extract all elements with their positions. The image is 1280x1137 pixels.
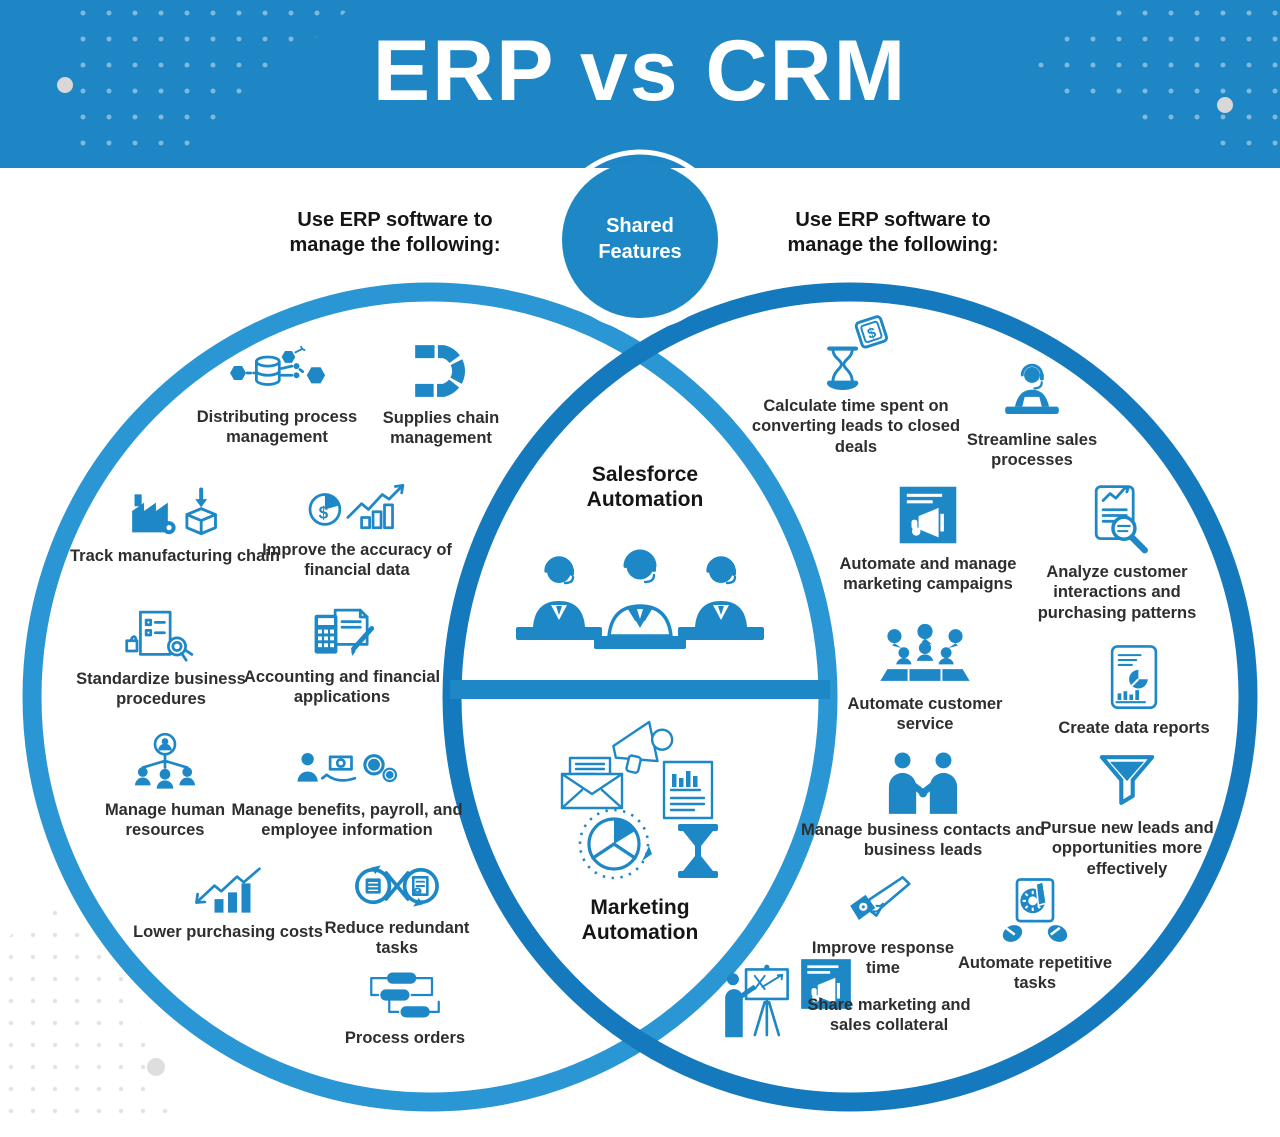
call-center-agents-icon xyxy=(516,549,764,649)
crm-item-response-time: Improve response time xyxy=(793,862,973,979)
item-label: Improve response time xyxy=(811,939,955,978)
crm-item-analyze-customers: Analyze customer interactions and purcha… xyxy=(1007,482,1227,623)
marketing-tools-icon xyxy=(560,720,718,880)
item-label: Streamline sales processes xyxy=(966,431,1098,470)
item-label: Calculate time spent on converting leads… xyxy=(751,397,961,456)
item-label: Reduce redundant tasks xyxy=(324,919,470,958)
erp-item-financial-accuracy: $ Improve the accuracy of financial data xyxy=(257,478,457,581)
item-label: Manage human resources xyxy=(104,801,226,840)
factory-box-icon xyxy=(132,487,217,536)
erp-item-distributing-process: Distributing process management xyxy=(177,345,377,448)
right-section-heading: Use ERP software to manage the following… xyxy=(787,209,999,256)
flowchart-icon xyxy=(370,972,440,1018)
payroll-coins-icon xyxy=(297,752,398,783)
item-label: Pursue new leads and opportunities more … xyxy=(1040,819,1214,878)
shared-badge-circle xyxy=(562,162,718,318)
erp-item-human-resources: Manage human resources xyxy=(75,730,255,841)
item-label: Standardize business procedures xyxy=(76,670,246,709)
press-button-icon xyxy=(1002,878,1068,942)
marketing-automation-label: Marketing Automation xyxy=(581,896,699,945)
document-magnifier-icon xyxy=(1094,485,1148,554)
people-chat-icon xyxy=(880,623,970,681)
crm-item-pursue-leads: Pursue new leads and opportunities more … xyxy=(1022,748,1232,879)
erp-item-manufacturing: Track manufacturing chain xyxy=(70,482,280,566)
item-label: Automate repetitive tasks xyxy=(957,954,1113,993)
handshake-icon xyxy=(888,752,958,814)
data-report-icon xyxy=(1110,645,1158,709)
crm-item-business-contacts: Manage business contacts and business le… xyxy=(798,750,1048,861)
item-label: Share marketing and sales collateral xyxy=(807,996,971,1035)
erp-item-accounting: Accounting and financial applications xyxy=(237,605,447,708)
svg-text:$: $ xyxy=(319,503,329,523)
supply-chain-icon xyxy=(415,345,465,397)
item-label: Automate customer service xyxy=(847,695,1003,734)
erp-item-supply-chain: Supplies chain management xyxy=(356,340,526,449)
item-label: Accounting and financial applications xyxy=(243,668,441,707)
crm-item-data-reports: Create data reports xyxy=(1039,642,1229,738)
salesforce-automation-label: Salesforce Automation xyxy=(586,463,704,512)
item-label: Analyze customer interactions and purcha… xyxy=(1037,563,1197,622)
page-title: ERP vs CRM xyxy=(372,23,908,119)
crm-item-share-collateral: Share marketing and sales collateral xyxy=(800,995,978,1036)
org-people-icon xyxy=(135,732,195,789)
megaphone-square-small-icon xyxy=(801,959,851,1009)
left-section-heading: Use ERP software to manage the following… xyxy=(289,209,501,256)
megaphone-square-icon xyxy=(899,486,957,544)
item-label: Track manufacturing chain xyxy=(70,547,280,565)
item-label: Manage business contacts and business le… xyxy=(801,821,1045,860)
decor-dot xyxy=(1217,97,1233,113)
bars-down-arrow-icon xyxy=(195,867,261,913)
svg-text:$: $ xyxy=(866,325,879,343)
distribution-network-icon xyxy=(230,345,326,386)
erp-item-standardize: Standardize business procedures xyxy=(56,607,266,710)
crm-item-calculate-time: $ Calculate time spent on converting lea… xyxy=(736,312,976,457)
header-band: ERP vs CRM xyxy=(0,0,1280,168)
item-label: Manage benefits, payroll, and employee i… xyxy=(231,801,463,840)
erp-item-reduce-redundant: Reduce redundant tasks xyxy=(302,860,492,959)
document-seal-icon xyxy=(125,610,194,662)
shared-features-badge-label: Shared Features xyxy=(598,215,682,263)
sales-agent-icon xyxy=(1005,363,1059,414)
erp-item-process-orders: Process orders xyxy=(320,968,490,1048)
decor-dot xyxy=(147,1058,165,1076)
item-label: Supplies chain management xyxy=(382,409,500,448)
calculator-pen-icon xyxy=(314,608,375,656)
crm-item-marketing-campaigns: Automate and manage marketing campaigns xyxy=(808,482,1048,595)
crm-item-streamline-sales: Streamline sales processes xyxy=(942,360,1122,471)
hourglass-dollar-icon: $ xyxy=(826,315,889,390)
pointing-hand-icon xyxy=(850,876,911,920)
item-label: Automate and manage marketing campaigns xyxy=(839,555,1017,594)
presenter-easel-icon xyxy=(725,964,789,1038)
item-label: Process orders xyxy=(344,1029,466,1047)
erp-item-benefits-payroll: Manage benefits, payroll, and employee i… xyxy=(227,740,467,841)
item-label: Create data reports xyxy=(1058,719,1210,737)
item-label: Lower purchasing costs xyxy=(133,923,323,941)
erp-item-lower-costs: Lower purchasing costs xyxy=(128,862,328,942)
item-label: Distributing process management xyxy=(196,408,358,447)
crm-item-customer-service: Automate customer service xyxy=(825,622,1025,735)
decor-dot xyxy=(57,77,73,93)
finance-chart-icon: $ xyxy=(308,484,405,530)
crm-item-automate-tasks: Automate repetitive tasks xyxy=(935,875,1135,994)
item-label: Improve the accuracy of financial data xyxy=(262,541,452,580)
shared-badge-ring xyxy=(549,149,731,331)
center-divider-bar xyxy=(450,680,830,699)
funnel-icon xyxy=(1099,755,1155,805)
infinity-loop-icon xyxy=(355,865,439,907)
